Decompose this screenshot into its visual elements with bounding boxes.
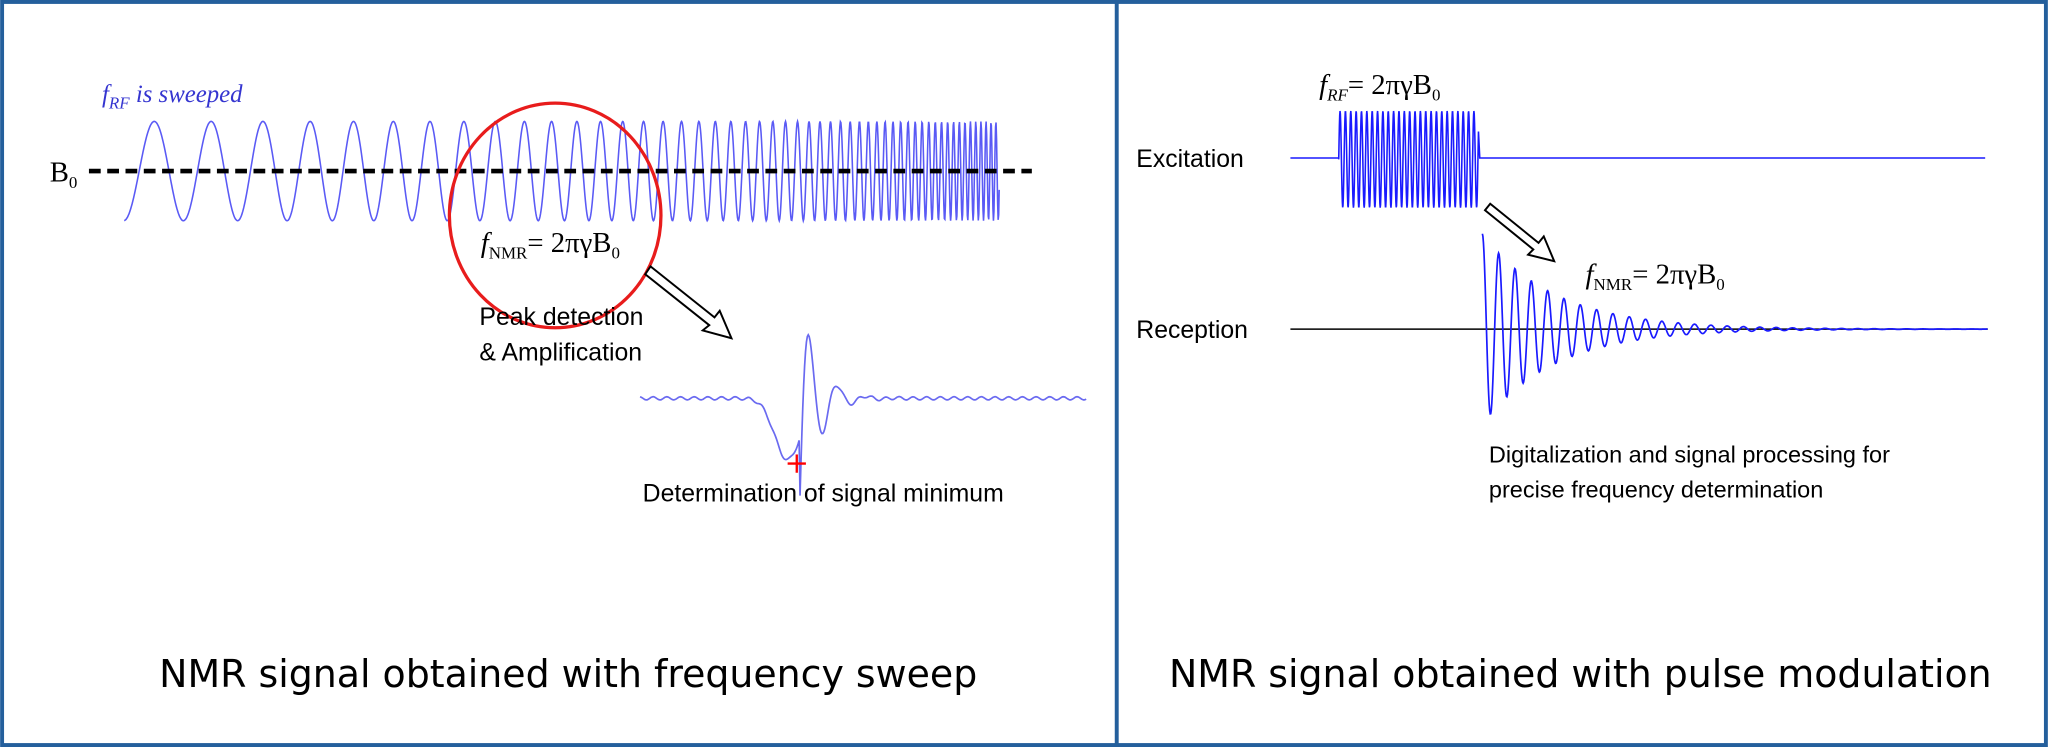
resonance-circle (447, 101, 663, 330)
minimum-label: Determination of signal minimum (643, 480, 1004, 507)
amplification-label: & Amplification (479, 339, 642, 366)
excitation-pulse-wave (1290, 110, 1986, 208)
peak-detection-label: Peak detection (479, 304, 643, 331)
arrow-icon (1483, 202, 1556, 263)
reception-label: Reception (1136, 317, 1248, 344)
processing-label-line2: precise frequency determination (1489, 477, 1823, 503)
left-caption: NMR signal obtained with frequency sweep (159, 652, 977, 696)
rf-formula: fRF= 2πγB0 (1319, 69, 1440, 105)
free-induction-decay-wave (1481, 233, 1988, 415)
b0-label: B0 (50, 157, 78, 193)
processing-label-line1: Digitalization and signal processing for (1489, 441, 1890, 467)
nmr-formula: fNMR= 2πγB0 (1586, 258, 1725, 294)
arrow-icon (643, 264, 734, 340)
swept-rf-wave (124, 118, 1000, 224)
excitation-label: Excitation (1136, 146, 1244, 173)
right-panel: Excitation Reception fRF= 2πγB0 fNMR= 2π… (1136, 69, 1988, 503)
nmr-formula: fNMR= 2πγB0 (481, 227, 620, 263)
sweep-label: fRF is sweeped (102, 81, 243, 113)
left-panel: B0 fRF is sweeped fNMR= 2πγB0 Peak detec… (50, 81, 1087, 696)
right-caption: NMR signal obtained with pulse modulatio… (1169, 652, 1992, 696)
minimum-marker-icon (787, 454, 806, 473)
detected-peak-signal (639, 333, 1087, 496)
